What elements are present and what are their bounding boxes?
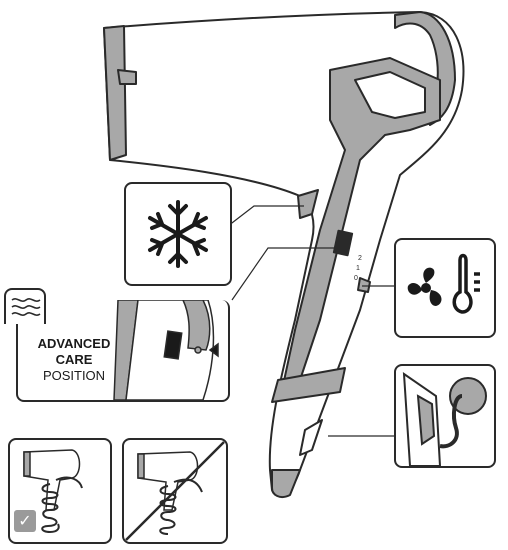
cord-wrapped-dryer [23, 449, 83, 534]
fan-thermometer-icons [407, 253, 480, 314]
advanced-care-line-2: CARE [55, 352, 93, 367]
cross-out-line [125, 441, 225, 541]
switch-position-2: 2 [358, 255, 362, 262]
advanced-care-closeup [113, 300, 219, 400]
snowflake-icon [148, 200, 208, 268]
wavy-lines-icon [11, 298, 41, 316]
fan-icon [407, 267, 442, 306]
hair-dryer [103, 11, 465, 498]
advanced-care-panel [16, 300, 230, 402]
cord-hook-icon [402, 372, 487, 466]
switch-position-0: 0 [354, 275, 358, 282]
incorrect-storage-panel [122, 438, 228, 544]
check-icon: ✓ [14, 510, 36, 532]
speed-heat-panel [394, 238, 496, 338]
cord-wrapped-dryer-crossed [125, 441, 225, 541]
thermometer-icon [452, 253, 480, 314]
cord-hook-panel [394, 364, 496, 468]
advanced-care-line-3: POSITION [42, 368, 106, 383]
advanced-care-line-1: ADVANCED [37, 336, 111, 351]
switch-position-markers: 2 1 0 [354, 255, 362, 282]
airflow-tab [4, 288, 46, 324]
switch-position-1: 1 [356, 265, 360, 272]
advanced-care-label: ADVANCED CARE POSITION [20, 336, 128, 384]
cool-shot-panel [124, 182, 232, 286]
leader-lines [227, 205, 394, 437]
